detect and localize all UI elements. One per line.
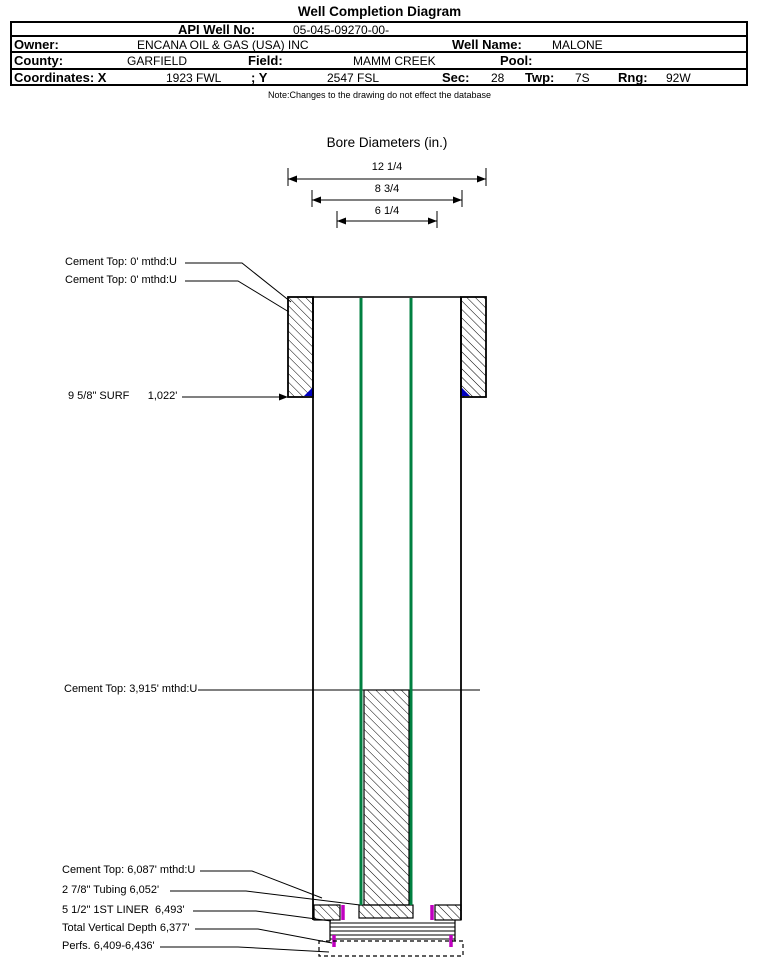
- tvd-label: Total Vertical Depth 6,377': [62, 922, 190, 934]
- coord-y-value: 2547 FSL: [327, 71, 380, 85]
- cement-top-0-label-1: Cement Top: 0' mthd:U: [65, 256, 177, 268]
- rng-value: 92W: [666, 71, 691, 85]
- coord-x-value: 1923 FWL: [166, 71, 222, 85]
- owner-value: ENCANA OIL & GAS (USA) INC: [137, 38, 309, 52]
- bore-dim-8-3-4: 8 3/4: [374, 183, 400, 195]
- surface-casing-left: [287, 296, 314, 398]
- note-text: Note:Changes to the drawing do not effec…: [268, 90, 491, 100]
- surface-casing-right: [460, 296, 487, 398]
- perfs-label: Perfs. 6,409-6,436': [62, 940, 155, 952]
- surface-casing-label: 9 5/8" SURF 1,022': [68, 390, 178, 402]
- well-name-value: MALONE: [552, 38, 603, 52]
- liner-hanger-left: [313, 904, 341, 921]
- perforation-lines: [330, 922, 455, 940]
- twp-value: 7S: [575, 71, 590, 85]
- pool-label: Pool:: [500, 53, 533, 68]
- field-value: MAMM CREEK: [353, 54, 436, 68]
- cement-top-6087-label: Cement Top: 6,087' mthd:U: [62, 864, 196, 876]
- table-borders: [10, 21, 748, 86]
- cement-column-foot: [358, 904, 414, 919]
- cement-top-3915-label: Cement Top: 3,915' mthd:U: [64, 683, 198, 695]
- coord-y-label: ; Y: [251, 70, 268, 85]
- leader-lines: [160, 262, 480, 953]
- coordinates-label: Coordinates: X: [14, 70, 107, 85]
- tubing-label: 2 7/8" Tubing 6,052': [62, 884, 160, 896]
- page-title: Well Completion Diagram: [297, 4, 462, 19]
- bore-dimension-lines: [287, 168, 487, 228]
- owner-label: Owner:: [14, 37, 59, 52]
- county-label: County:: [14, 53, 64, 68]
- sec-label: Sec:: [442, 70, 470, 85]
- api-well-no-value: 05-045-09270-00-: [293, 23, 390, 37]
- casing-shoe-right: [461, 387, 470, 396]
- cement-column: [363, 689, 410, 906]
- bore-diameters-title: Bore Diameters (in.): [326, 135, 448, 150]
- liner-hanger-right: [434, 904, 462, 921]
- casing-shoe-left: [304, 387, 313, 396]
- rng-label: Rng:: [618, 70, 648, 85]
- sec-value: 28: [491, 71, 505, 85]
- field-label: Field:: [248, 53, 283, 68]
- api-well-no-label: API Well No:: [178, 22, 256, 37]
- liner-label: 5 1/2" 1ST LINER 6,493': [62, 904, 185, 916]
- dimension-arrowheads: [288, 175, 486, 225]
- twp-label: Twp:: [525, 70, 555, 85]
- bore-dim-6-1-4: 6 1/4: [374, 205, 400, 217]
- bore-dim-12-1-4: 12 1/4: [371, 161, 403, 173]
- county-value: GARFIELD: [127, 54, 188, 68]
- surf-leader-arrow: [279, 393, 288, 401]
- well-name-label: Well Name:: [452, 37, 522, 52]
- open-hole-dashed-outline: [318, 940, 464, 957]
- cement-top-0-label-2: Cement Top: 0' mthd:U: [65, 274, 177, 286]
